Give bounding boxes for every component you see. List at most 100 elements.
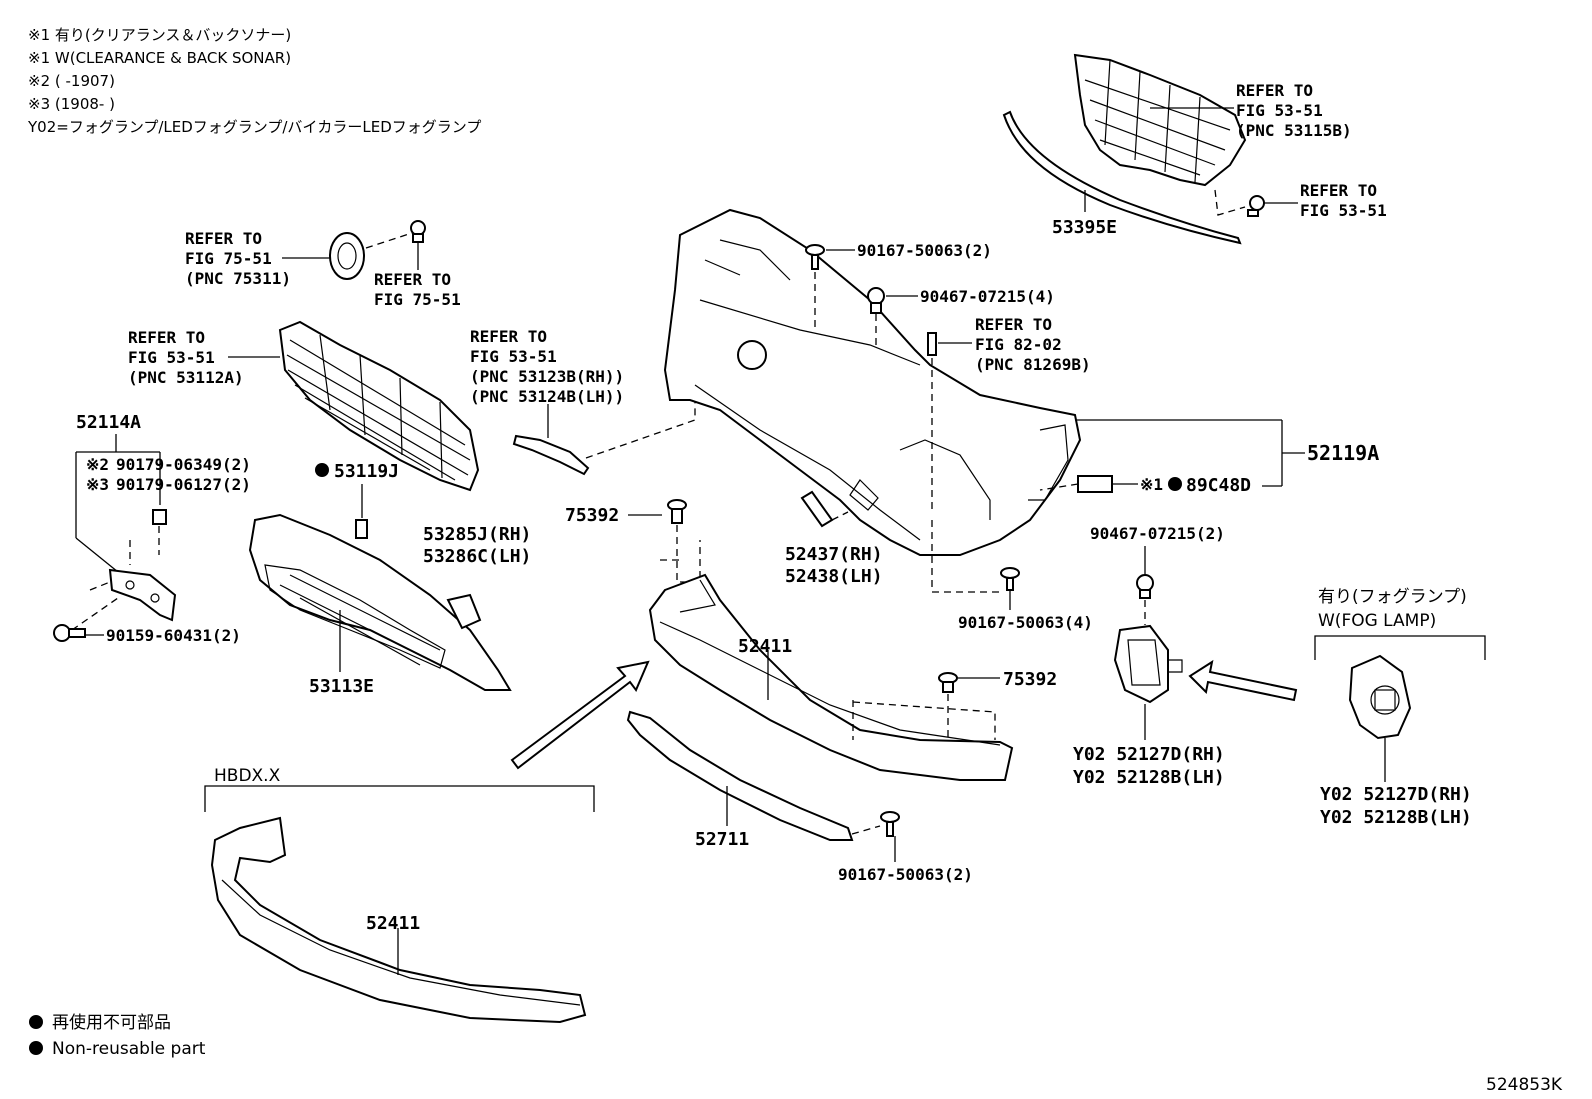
label-53119J: 53119J [334, 461, 399, 482]
bumper-cover-52119A [663, 208, 1082, 556]
clip-53119J-icon [355, 519, 368, 539]
refer-7551-line2: FIG 75-51 [185, 249, 272, 268]
refer-molding-line4: (PNC 53124B(LH)) [470, 387, 624, 406]
label-52711: 52711 [695, 829, 749, 850]
label-52437: 52437(RH) [785, 544, 883, 565]
label-52411-b: 52411 [366, 913, 420, 934]
label-89C48D: 89C48D [1186, 475, 1251, 496]
bolt-90167-bot-icon [880, 811, 900, 837]
label-90167-top: 90167-50063(2) [857, 241, 992, 260]
note-line-4: ※3 (1908- ) [28, 95, 115, 113]
label-52438: 52438(LH) [785, 566, 883, 587]
assembly-arrow-left [510, 660, 650, 770]
lower-spoiler-52411-hbdx [210, 816, 587, 1024]
label-75392-b: 75392 [1003, 669, 1057, 690]
hbdx-label: HBDX.X [214, 766, 281, 786]
fog-lamp-cover-b [1348, 654, 1412, 740]
bolt-90167-mid-icon [1000, 567, 1020, 591]
refer-grille-line2: FIG 53-51 [128, 348, 215, 367]
label-90167-bot: 90167-50063(2) [838, 865, 973, 884]
note-line-1: ※1 有り(クリアランス＆バックソナー) [28, 26, 291, 44]
grille-molding [512, 434, 590, 476]
bolt-90167-top-icon [805, 244, 825, 270]
figure-id: 524853K [1486, 1075, 1563, 1095]
label-90179-b: 90179-06127(2) [116, 475, 251, 494]
note-line-3: ※2 ( -1907) [28, 72, 115, 90]
lower-spoiler-52411 [648, 573, 1014, 781]
label-90179-a: 90179-06349(2) [116, 455, 251, 474]
bracket-81269-icon [927, 332, 937, 356]
label-90467-mid: 90467-07215(2) [1090, 524, 1225, 543]
refer-7551-clip-line2: FIG 75-51 [374, 290, 461, 309]
refer-molding-line2: FIG 53-51 [470, 347, 557, 366]
absorber-part [1073, 53, 1247, 187]
non-reusable-dot-89C48D [1168, 477, 1182, 491]
label-52119A: 52119A [1307, 441, 1379, 465]
label-52114A: 52114A [76, 412, 141, 433]
clip-90467-top-icon [867, 287, 885, 314]
clip-75392-b-icon [938, 672, 958, 693]
fog-lamp-cover-a [1113, 624, 1183, 704]
label-52127D-a: Y02 52127D(RH) [1073, 744, 1225, 765]
assembly-arrow-right [1188, 659, 1298, 702]
fog-note-jp: 有り(フォグランプ) [1318, 587, 1467, 607]
refer-7551-line1: REFER TO [185, 229, 262, 248]
legend-dot-1 [29, 1015, 43, 1029]
refer-8202-line1: REFER TO [975, 315, 1052, 334]
prefix-90179-a: ※2 [86, 455, 109, 474]
refer-5351-clip-line1: REFER TO [1300, 181, 1377, 200]
cover-53285J-icon [446, 593, 482, 630]
absorber-clip-icon [1247, 195, 1265, 217]
clip-75392-a-icon [667, 499, 687, 524]
header-notes: ※1 有り(クリアランス＆バックソナー) ※1 W(CLEARANCE & BA… [27, 26, 481, 136]
label-90167-mid: 90167-50063(4) [958, 613, 1093, 632]
sensor-bracket-icon [1077, 475, 1113, 493]
front-grille [278, 320, 480, 492]
legend-en: Non-reusable part [52, 1039, 206, 1059]
seal-strip-53395E [1002, 110, 1242, 245]
label-52127D-b: Y02 52127D(RH) [1320, 784, 1472, 805]
lower-molding-52711 [626, 710, 854, 841]
refer-molding-line3: (PNC 53123B(RH)) [470, 367, 624, 386]
refer-grille-line1: REFER TO [128, 328, 205, 347]
label-90467-top: 90467-07215(4) [920, 287, 1055, 306]
label-90159: 90159-60431(2) [106, 626, 241, 645]
prefix-89C48D: ※1 [1140, 475, 1163, 494]
label-52411-a: 52411 [738, 636, 792, 657]
note-line-5: Y02=フォグランプ/LEDフォグランプ/バイカラーLEDフォグランプ [27, 118, 481, 136]
refer-grille-line3: (PNC 53112A) [128, 368, 244, 387]
legend: 再使用不可部品 Non-reusable part [29, 1012, 206, 1059]
prefix-90179-b: ※3 [86, 475, 109, 494]
note-line-2: ※1 W(CLEARANCE & BACK SONAR) [28, 49, 291, 67]
label-53285J: 53285J(RH) [423, 524, 531, 545]
bracket-52114A [108, 568, 177, 622]
refer-7551-line3: (PNC 75311) [185, 269, 291, 288]
refer-7551-clip-line1: REFER TO [374, 270, 451, 289]
cover-52437-icon [800, 490, 834, 528]
nut-90179-icon [152, 509, 167, 525]
label-53113E: 53113E [309, 676, 374, 697]
refer-5351-clip-line2: FIG 53-51 [1300, 201, 1387, 220]
refer-53115-line1: REFER TO [1236, 81, 1313, 100]
non-reusable-dot-53119J [315, 463, 329, 477]
label-53286C: 53286C(LH) [423, 546, 531, 567]
emblem-icon [329, 232, 365, 280]
label-52128B-a: Y02 52128B(LH) [1073, 767, 1225, 788]
bolt-90159-icon [53, 624, 86, 642]
legend-dot-2 [29, 1041, 43, 1055]
refer-53115-line3: (PNC 53115B) [1236, 121, 1352, 140]
refer-8202-line3: (PNC 81269B) [975, 355, 1091, 374]
refer-molding-line1: REFER TO [470, 327, 547, 346]
label-52128B-b: Y02 52128B(LH) [1320, 807, 1472, 828]
fog-note-en: W(FOG LAMP) [1318, 611, 1436, 631]
lower-grille-53113E [248, 513, 512, 691]
legend-jp: 再使用不可部品 [52, 1012, 171, 1033]
refer-53115-line2: FIG 53-51 [1236, 101, 1323, 120]
emblem-clip-icon [410, 220, 426, 243]
refer-8202-line2: FIG 82-02 [975, 335, 1062, 354]
clip-90467-mid-icon [1136, 574, 1154, 599]
label-75392-a: 75392 [565, 505, 619, 526]
label-53395E: 53395E [1052, 217, 1117, 238]
